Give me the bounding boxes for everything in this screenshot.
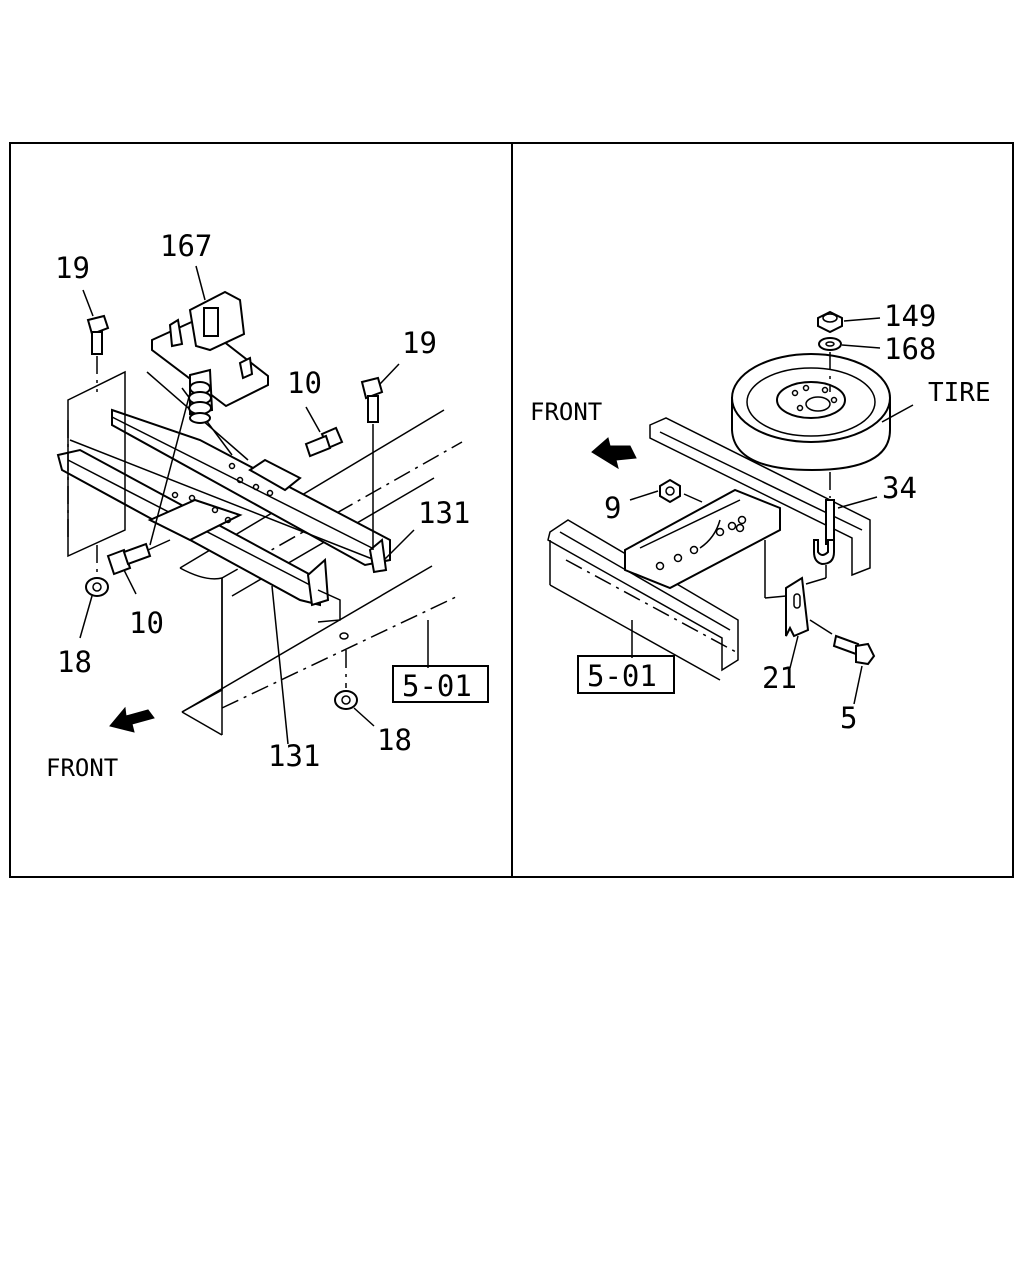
label-ref-right: 5-01 xyxy=(587,659,657,693)
nut-18-bottom xyxy=(334,632,375,727)
washer-168 xyxy=(818,337,881,392)
label-tire: TIRE xyxy=(928,378,991,408)
front-arrow-right xyxy=(591,437,637,470)
label-9: 9 xyxy=(604,491,621,525)
right-panel: 149 168 TIRE FRONT 34 9 21 5 5-01 xyxy=(530,299,991,735)
label-ref-left: 5-01 xyxy=(402,669,472,703)
label-10-top: 10 xyxy=(287,366,322,400)
bracket-21 xyxy=(764,540,827,669)
bolt-10-top xyxy=(304,406,344,458)
label-167: 167 xyxy=(160,229,212,263)
ref-box-left xyxy=(392,665,489,703)
ref-box-right xyxy=(577,655,675,694)
label-18-left: 18 xyxy=(57,645,92,679)
label-19-left: 19 xyxy=(55,251,90,285)
leader-131-bottom xyxy=(271,585,289,745)
nut-149 xyxy=(817,310,881,334)
bolt-19-right xyxy=(360,363,400,550)
bolt-10-bottom xyxy=(106,539,171,595)
label-34: 34 xyxy=(882,471,917,505)
bracket-167 xyxy=(151,290,269,424)
label-21: 21 xyxy=(762,661,797,695)
label-19-right: 19 xyxy=(402,326,437,360)
bolt-19-left xyxy=(82,289,110,392)
front-arrow-left xyxy=(109,706,155,733)
crossmember-131 xyxy=(56,354,391,623)
spare-tire xyxy=(731,353,914,472)
label-front-left: FRONT xyxy=(46,754,118,782)
label-10-bottom: 10 xyxy=(129,606,164,640)
nut-9 xyxy=(629,478,703,504)
j-bolt-34 xyxy=(813,472,878,566)
label-131-bottom: 131 xyxy=(268,739,320,773)
label-131-right: 131 xyxy=(418,496,470,530)
bolt-5 xyxy=(809,619,876,705)
leader-131-right xyxy=(383,529,415,561)
label-149: 149 xyxy=(884,299,936,333)
leader-167 xyxy=(195,265,206,301)
label-front-right: FRONT xyxy=(530,398,602,426)
nut-18-left xyxy=(79,545,109,639)
label-5: 5 xyxy=(840,701,857,735)
frame-rails xyxy=(547,417,871,681)
label-168: 168 xyxy=(884,332,936,366)
label-18-bottom: 18 xyxy=(377,723,412,757)
left-panel: 167 19 19 10 10 131 131 18 18 5-01 FRONT xyxy=(46,229,489,782)
